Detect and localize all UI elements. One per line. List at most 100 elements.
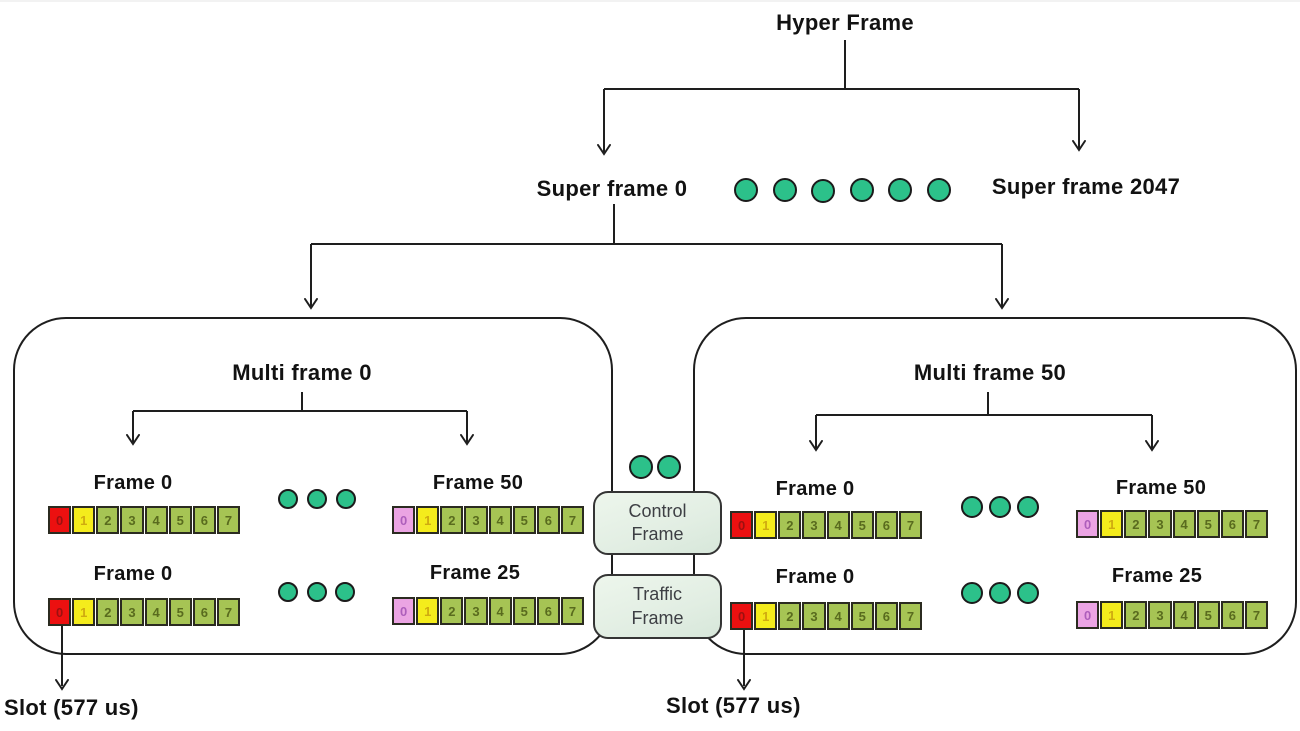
right-row2-frame0-label: Frame 0: [775, 566, 855, 588]
super-frame-0-label: Super frame 0: [536, 176, 688, 201]
left-box-row2-dots: [278, 582, 355, 602]
slot-cell-2: 2: [778, 602, 802, 630]
slot-cell-1: 1: [1100, 601, 1124, 629]
slot-cell-6: 6: [536, 506, 560, 534]
slot-cell-5: 5: [850, 511, 874, 539]
slot-cell-2: 2: [1124, 601, 1148, 629]
arrow-down-icon: [1072, 140, 1086, 152]
slot-cell-1: 1: [72, 506, 96, 534]
slot-cell-1: 1: [416, 506, 440, 534]
control-frame-box: Control Frame: [593, 491, 722, 555]
slot-cell-7: 7: [560, 506, 584, 534]
slot-cell-4: 4: [826, 602, 850, 630]
slot-cell-4: 4: [144, 506, 168, 534]
slot-cell-5: 5: [850, 602, 874, 630]
left-row2-frame25-label: Frame 25: [429, 562, 521, 584]
left-row1-frame50-label: Frame 50: [432, 472, 524, 494]
left-box-row1-dots: [278, 489, 356, 509]
slot-cell-3: 3: [464, 597, 488, 625]
slot-cell-1: 1: [1100, 510, 1124, 538]
slot-pointer-left: [55, 624, 69, 691]
slot-cell-6: 6: [192, 506, 216, 534]
arrow-down-icon: [737, 679, 751, 691]
slot-cell-7: 7: [898, 602, 922, 630]
slot-cell-3: 3: [802, 511, 826, 539]
slot-cell-2: 2: [440, 597, 464, 625]
multiframe-right-branch-lines: [809, 392, 1159, 452]
slot-cell-7: 7: [1244, 601, 1268, 629]
slot-cell-2: 2: [440, 506, 464, 534]
slot-cell-0: 0: [392, 506, 416, 534]
superframe-ellipsis-dots: [734, 178, 951, 203]
slot-duration-label-right: Slot (577 us): [666, 693, 801, 718]
traffic-frame-box: Traffic Frame: [593, 574, 722, 639]
left-row1-frame0-label: Frame 0: [93, 472, 173, 494]
slot-cell-7: 7: [1244, 510, 1268, 538]
slot-cell-7: 7: [898, 511, 922, 539]
arrow-down-icon: [995, 298, 1009, 310]
slot-cell-3: 3: [802, 602, 826, 630]
control-frame-label: Control Frame: [628, 500, 687, 544]
slot-cell-2: 2: [1124, 510, 1148, 538]
arrow-down-icon: [460, 434, 474, 446]
slot-cell-4: 4: [1172, 601, 1196, 629]
slot-cell-7: 7: [216, 598, 240, 626]
slot-cell-0: 0: [1076, 510, 1100, 538]
left-row2-frame0-label: Frame 0: [93, 563, 173, 585]
right-box-row2-dots: [961, 582, 1039, 604]
multiframe-box-right: [693, 317, 1297, 655]
slot-cell-0: 0: [730, 511, 754, 539]
right-row2-frame25-label: Frame 25: [1111, 565, 1203, 587]
slot-cell-1: 1: [416, 597, 440, 625]
slot-cell-5: 5: [168, 598, 192, 626]
right-row1-frame50-label: Frame 50: [1115, 477, 1207, 499]
slot-cell-0: 0: [1076, 601, 1100, 629]
slot-cell-3: 3: [120, 598, 144, 626]
slot-cell-1: 1: [72, 598, 96, 626]
slot-cell-3: 3: [464, 506, 488, 534]
slot-cell-2: 2: [778, 511, 802, 539]
slot-cell-7: 7: [216, 506, 240, 534]
slot-cell-5: 5: [1196, 510, 1220, 538]
slot-cell-0: 0: [48, 506, 72, 534]
arrow-down-icon: [809, 440, 823, 452]
arrow-down-icon: [304, 298, 318, 310]
arrow-down-icon: [1145, 440, 1159, 452]
slot-pointer-right: [737, 630, 751, 691]
slot-cell-6: 6: [1220, 601, 1244, 629]
slot-cell-1: 1: [754, 602, 778, 630]
multiframe-left-branch-lines: [126, 392, 474, 446]
slot-cell-4: 4: [1172, 510, 1196, 538]
slot-cell-1: 1: [754, 511, 778, 539]
slot-cell-4: 4: [826, 511, 850, 539]
slot-cell-7: 7: [560, 597, 584, 625]
arrow-down-icon: [126, 434, 140, 446]
slot-cell-3: 3: [1148, 510, 1172, 538]
superframe-branch-lines: [304, 204, 1009, 310]
traffic-frame-label: Traffic Frame: [631, 584, 684, 628]
super-frame-2047-label: Super frame 2047: [991, 174, 1181, 199]
right-box-row1-dots: [961, 496, 1039, 518]
slot-cell-2: 2: [96, 598, 120, 626]
multiframe-box-left: [13, 317, 613, 655]
slot-cell-0: 0: [48, 598, 72, 626]
slot-cell-6: 6: [874, 602, 898, 630]
slot-duration-label-left: Slot (577 us): [4, 695, 139, 720]
slot-cell-0: 0: [730, 602, 754, 630]
slot-cell-0: 0: [392, 597, 416, 625]
slot-cell-6: 6: [192, 598, 216, 626]
multi-frame-0-label: Multi frame 0: [232, 360, 372, 385]
slot-cell-5: 5: [1196, 601, 1220, 629]
arrow-down-icon: [597, 144, 611, 156]
slot-cell-4: 4: [488, 597, 512, 625]
